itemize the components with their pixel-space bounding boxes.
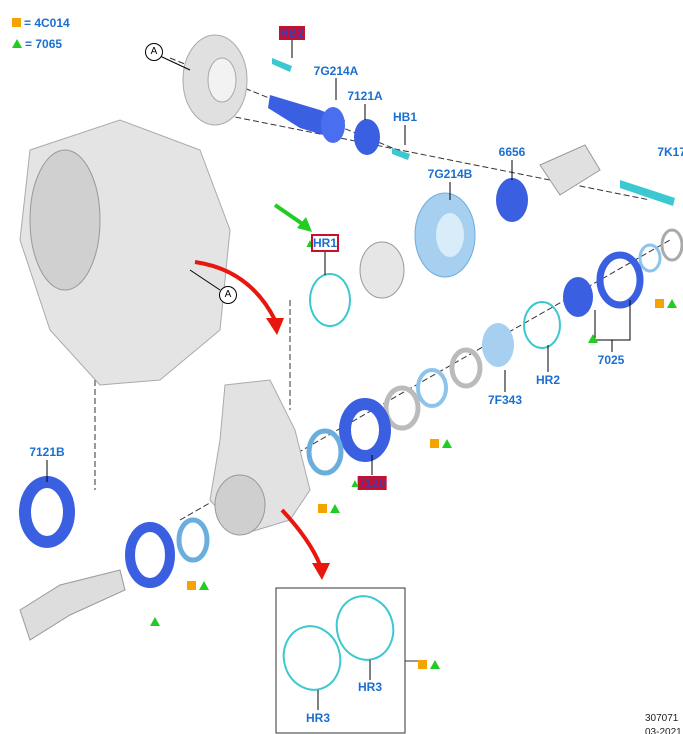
material-markers — [418, 656, 443, 674]
part-label-hr2[interactable]: HR2 — [535, 373, 561, 387]
orange-square-icon — [187, 581, 196, 590]
part-label-hb2[interactable]: HB2 — [278, 26, 306, 40]
orange-square-icon — [12, 18, 21, 27]
legend-item-7065: = 7065 — [12, 37, 62, 51]
green-triangle-icon — [12, 39, 22, 48]
material-markers — [655, 295, 680, 313]
part-label-7025[interactable]: 7025 — [597, 353, 625, 367]
green-triangle-icon: ▲ — [349, 476, 361, 490]
green-triangle-icon — [588, 330, 601, 348]
part-label-hr3[interactable]: HR3 — [357, 680, 383, 694]
material-markers — [318, 500, 343, 518]
green-triangle-icon — [199, 581, 209, 590]
callout-a: A — [145, 43, 163, 61]
orange-square-icon — [418, 660, 427, 669]
part-label-7120[interactable]: 7120 — [357, 476, 387, 490]
part-label-hr1[interactable]: HR1 — [310, 234, 340, 252]
diagram-date: 03-2021 — [645, 727, 682, 734]
orange-square-icon — [655, 299, 664, 308]
part-label-7g214a[interactable]: 7G214A — [313, 64, 359, 78]
part-label-7121a[interactable]: 7121A — [347, 89, 383, 103]
green-triangle-icon: ▲ — [304, 236, 316, 250]
material-markers — [430, 435, 455, 453]
part-label-7g214b[interactable]: 7G214B — [427, 167, 473, 181]
green-triangle-icon — [667, 299, 677, 308]
part-label-6656[interactable]: 6656 — [498, 145, 526, 159]
green-triangle-icon — [442, 439, 452, 448]
part-label-hr3[interactable]: HR3 — [305, 711, 331, 725]
green-triangle-icon — [430, 660, 440, 669]
part-label-7121b[interactable]: 7121B — [29, 445, 65, 459]
part-label-7k179[interactable]: 7K179 — [657, 145, 683, 159]
output-shaft — [19, 569, 126, 641]
callout-a: A — [219, 286, 237, 304]
part-label-hb1[interactable]: HB1 — [392, 110, 418, 124]
material-markers — [187, 577, 212, 595]
legend-text: = 7065 — [25, 37, 63, 51]
green-triangle-icon — [330, 504, 340, 513]
legend-item-4c014: = 4C014 — [12, 16, 70, 30]
part-label-7f343[interactable]: 7F343 — [487, 393, 523, 407]
hr1-snap-ring — [309, 273, 351, 327]
orange-square-icon — [318, 504, 327, 513]
bearing-7121b — [19, 476, 75, 548]
green-triangle-icon — [150, 613, 163, 631]
diagram-id: 307071 — [645, 713, 679, 724]
legend-text: = 4C014 — [24, 16, 70, 30]
orange-square-icon — [430, 439, 439, 448]
